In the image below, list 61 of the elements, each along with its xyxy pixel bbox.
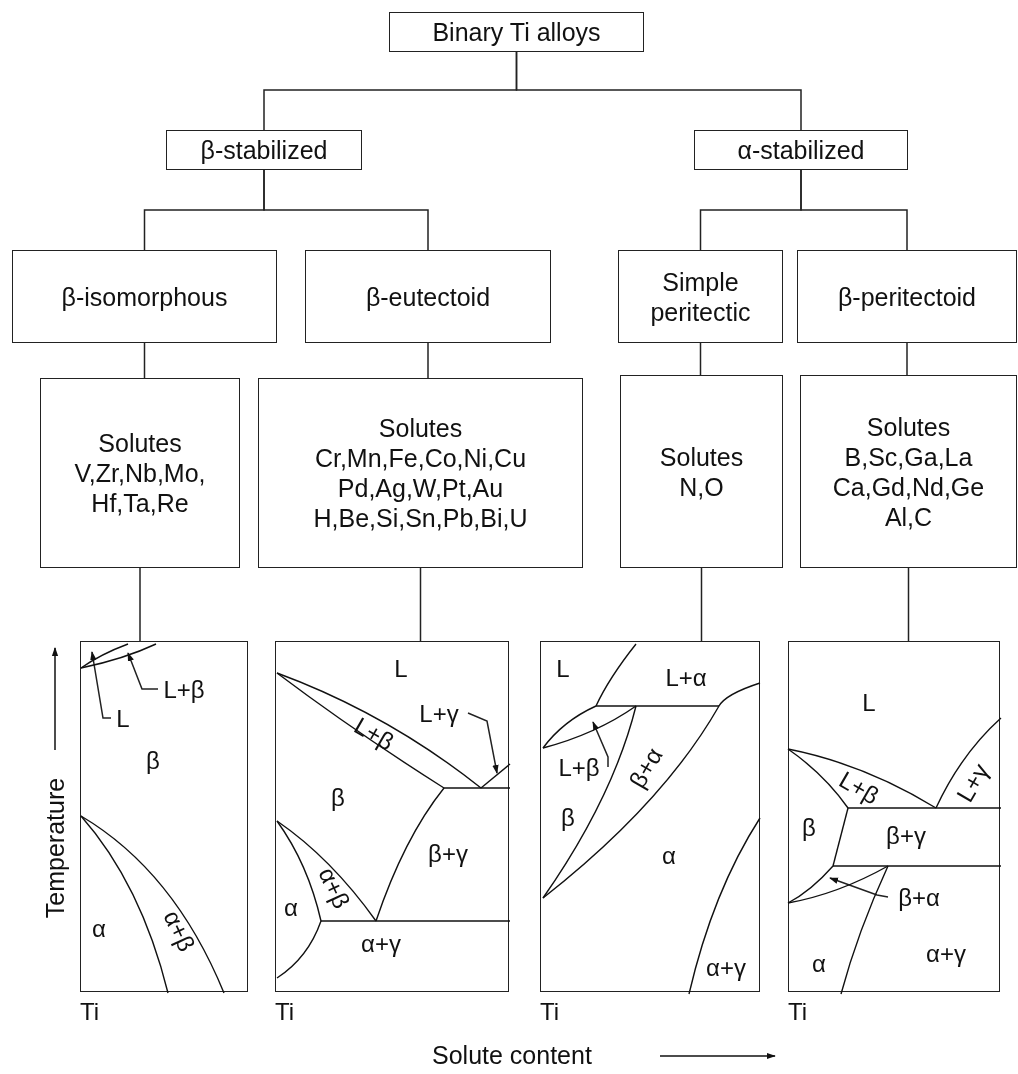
leader-line <box>467 712 499 774</box>
origin-label: Ti <box>788 1000 808 1024</box>
connector-line <box>700 567 703 642</box>
phase-region-label: β <box>561 806 575 830</box>
connector-line <box>143 342 146 379</box>
leader-line <box>90 651 112 719</box>
phase-region-label: L+β <box>350 713 398 755</box>
category-box: β-stabilized <box>166 130 362 170</box>
phase-region-label: L <box>862 691 876 715</box>
phase-diagram-frame <box>788 641 1000 992</box>
origin-label: Ti <box>80 1000 100 1024</box>
phase-region-label: L+α <box>665 666 707 690</box>
phase-region-label: α+γ <box>706 956 746 980</box>
category-box: Solutes Cr,Mn,Fe,Co,Ni,Cu Pd,Ag,W,Pt,Au H,Be,Si,Sn,Pb,Bi,U <box>258 378 583 568</box>
connector-line <box>139 567 141 642</box>
connector-line <box>515 51 802 131</box>
axis-title: Solute content <box>432 1043 592 1068</box>
phase-region-label: L+γ <box>952 759 994 807</box>
phase-region-label: β <box>331 786 345 810</box>
phase-region-label: β <box>146 749 160 773</box>
axis-title: Temperature <box>42 777 68 919</box>
phase-region-label: β+γ <box>886 824 926 848</box>
connector-line <box>419 567 422 642</box>
phase-region-label: α+γ <box>361 932 401 956</box>
phase-region-label: β+α <box>898 886 940 910</box>
leader-line <box>592 721 609 768</box>
phase-region-label: β+γ <box>428 842 468 866</box>
phase-region-label: β <box>802 816 816 840</box>
phase-region-label: α+γ <box>926 942 966 966</box>
phase-region-label: α <box>92 917 106 941</box>
leader-line <box>829 877 889 898</box>
phase-region-label: L+β <box>163 678 205 702</box>
connector-line <box>427 342 429 379</box>
title-box: Binary Ti alloys <box>389 12 644 52</box>
origin-label: Ti <box>540 1000 560 1024</box>
origin-label: Ti <box>275 1000 295 1024</box>
phase-region-label: L+β <box>835 767 883 809</box>
phase-region-label: α <box>662 844 676 868</box>
phase-region-label: α+β <box>314 864 354 912</box>
phase-region-label: L+β <box>558 756 600 780</box>
connector-line <box>699 342 702 376</box>
category-box: Solutes B,Sc,Ga,La Ca,Gd,Nd,Ge Al,C <box>800 375 1017 568</box>
leader-line <box>127 652 159 690</box>
category-box: β-peritectoid <box>797 250 1017 343</box>
phase-region-label: L <box>556 657 570 681</box>
category-box: β-isomorphous <box>12 250 277 343</box>
category-box: β-eutectoid <box>305 250 551 343</box>
phase-region-label: α <box>812 952 826 976</box>
phase-region-label: L <box>116 707 130 731</box>
category-box: Solutes N,O <box>620 375 783 568</box>
category-box: Solutes V,Zr,Nb,Mo, Hf,Ta,Re <box>40 378 240 568</box>
connector-line <box>907 567 910 642</box>
connector-line <box>906 342 908 376</box>
phase-region-label: α+β <box>159 907 199 955</box>
phase-region-label: L <box>394 657 408 681</box>
phase-region-label: α <box>284 896 298 920</box>
category-box: α-stabilized <box>694 130 908 170</box>
category-box: Simple peritectic <box>618 250 783 343</box>
phase-region-label: L+γ <box>419 702 459 726</box>
connector-line <box>800 169 908 251</box>
connector-line <box>263 169 429 251</box>
